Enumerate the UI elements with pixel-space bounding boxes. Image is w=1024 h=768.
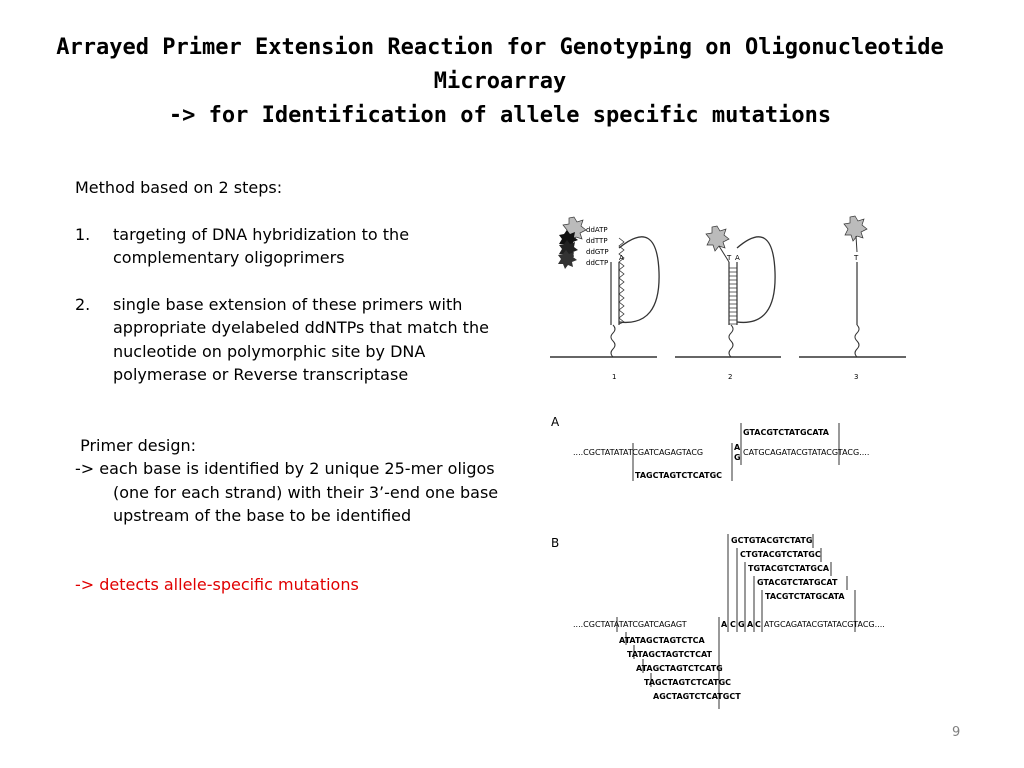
title-line-2: Microarray bbox=[433, 69, 567, 94]
conclusion-text: -> detects allele-specific mutations bbox=[75, 574, 359, 594]
ddctp-label: ddCTP bbox=[586, 259, 608, 267]
step-2-number: 2. bbox=[75, 294, 91, 314]
section-b-top-oligo: TGTACGTCTATGCA bbox=[748, 564, 830, 573]
apex-figure: A ddATP ddTTP ddGTP ddCTP 1 T A 2 T 3 A bbox=[550, 215, 906, 709]
ddatp-label: ddATP bbox=[586, 226, 608, 234]
page-number: 9 bbox=[952, 725, 961, 740]
section-b-base: C bbox=[730, 620, 736, 629]
ddgtp-label: ddGTP bbox=[586, 248, 609, 256]
section-b-base: A bbox=[747, 620, 754, 629]
section-a-top-oligo: GTACGTCTATGCATA bbox=[743, 428, 830, 437]
section-b-top-oligo: CTGTACGTCTATGC bbox=[740, 550, 821, 559]
panel-3-diagram: T 3 bbox=[799, 215, 906, 381]
section-b-bottom-oligo: TATAGCTAGTCTCAT bbox=[627, 650, 713, 659]
section-b-bottom-oligo: AGCTAGTCTCATGCT bbox=[653, 692, 741, 701]
step-1-number: 1. bbox=[75, 224, 91, 244]
title-line-1: Arrayed Primer Extension Reaction for Ge… bbox=[56, 35, 944, 60]
step-1: 1. targeting of DNA hybridization to the… bbox=[75, 223, 500, 270]
panel-1-number: 1 bbox=[612, 373, 616, 381]
panel-2-diagram: T A 2 bbox=[675, 225, 781, 381]
panel-2-number: 2 bbox=[728, 373, 732, 381]
section-b-diagram: B GCTGTACGTCTATG CTGTACGTCTATGC TGTACGTC… bbox=[551, 534, 885, 709]
panel-1-diagram: A ddATP ddTTP ddGTP ddCTP 1 bbox=[550, 216, 660, 381]
panel-3-dye-star-icon bbox=[843, 215, 868, 242]
slide-title: Arrayed Primer Extension Reaction for Ge… bbox=[0, 31, 1000, 133]
section-a-allele-bottom: G bbox=[734, 453, 741, 462]
panel-3-number: 3 bbox=[854, 373, 858, 381]
section-b-label: B bbox=[551, 536, 559, 550]
section-b-base: G bbox=[738, 620, 745, 629]
section-a-allele-top: A bbox=[734, 443, 741, 452]
section-b-base: C bbox=[755, 620, 761, 629]
method-intro: Method based on 2 steps: bbox=[75, 178, 283, 197]
panel-1-base: A bbox=[619, 254, 624, 262]
section-a-bottom-oligo: TAGCTAGTCTCATGC bbox=[635, 471, 722, 480]
section-a-sequence-right: CATGCAGATACGTATACGTACG.... bbox=[743, 448, 869, 457]
section-b-top-oligo: GTACGTCTATGCAT bbox=[757, 578, 838, 587]
panel-3-base: T bbox=[853, 254, 859, 262]
section-a-diagram: A GTACGTCTATGCATA ....CGCTATATATCGATCAGA… bbox=[551, 415, 869, 481]
section-b-base: A bbox=[721, 620, 728, 629]
section-a-label: A bbox=[551, 415, 560, 429]
section-b-sequence-left: ....CGCTATATATCGATCAGAGT bbox=[573, 620, 687, 629]
title-line-3: -> for Identification of allele specific… bbox=[168, 103, 832, 128]
ddttp-label: ddTTP bbox=[586, 237, 608, 245]
panel-2-dye-star-icon bbox=[705, 225, 730, 252]
panel-2-base-left: T bbox=[726, 254, 732, 262]
step-1-text: targeting of DNA hybridization to the co… bbox=[113, 224, 410, 268]
step-2-text: single base extension of these primers w… bbox=[113, 294, 489, 385]
section-b-bottom-oligo: ATAGCTAGTCTCATG bbox=[636, 664, 723, 673]
primer-design-heading: Primer design: bbox=[75, 435, 197, 455]
ddctp-star-icon bbox=[558, 250, 577, 269]
section-b-bottom-oligo: ATATAGCTAGTCTCA bbox=[619, 636, 706, 645]
section-a-sequence-left: ....CGCTATATATCGATCAGAGTACG bbox=[573, 448, 703, 457]
section-b-bottom-oligo: TAGCTAGTCTCATGC bbox=[644, 678, 731, 687]
step-2: 2. single base extension of these primer… bbox=[75, 293, 500, 387]
panel-2-base-right: A bbox=[735, 254, 740, 262]
body-text: Method based on 2 steps: 1. targeting of… bbox=[75, 176, 500, 596]
section-b-top-oligo: TACGTCTATGCATA bbox=[765, 592, 845, 601]
primer-design-text: -> each base is identified by 2 unique 2… bbox=[75, 459, 499, 525]
section-b-sequence-right: ATGCAGATACGTATACGTACG.... bbox=[764, 620, 885, 629]
section-b-top-oligo: GCTGTACGTCTATG bbox=[731, 536, 812, 545]
